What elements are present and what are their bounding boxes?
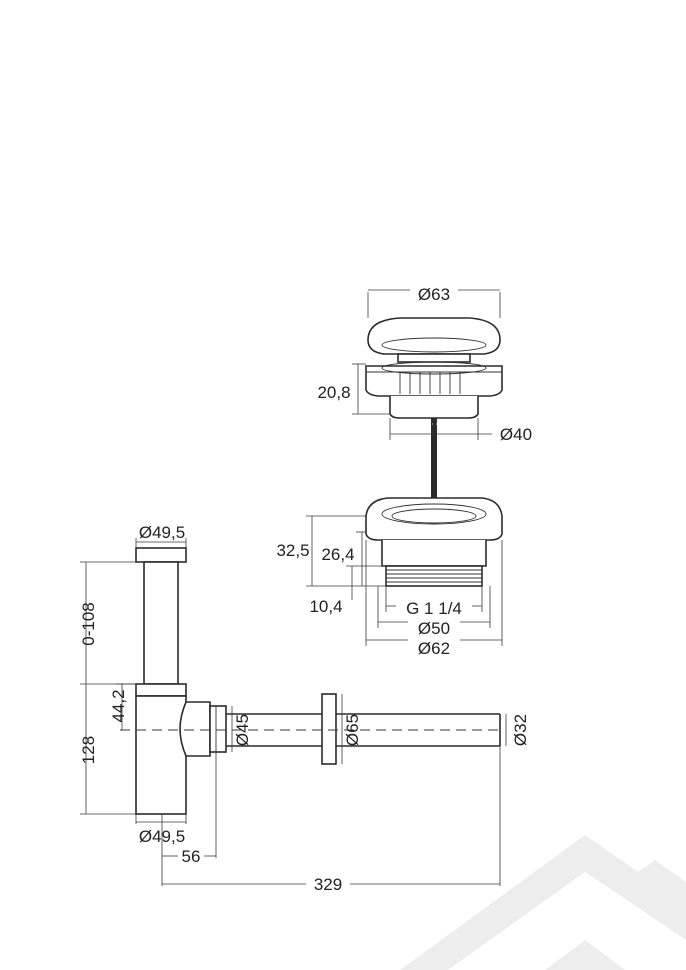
valve-slots [399, 372, 461, 394]
siphon-riser [143, 561, 179, 685]
label-waste-inner-diameter: Ø50 [418, 619, 450, 638]
waste-thread [385, 565, 483, 587]
dim-siphon-adjust: 0-108 [79, 561, 144, 685]
dim-valve-stem: Ø40 [389, 418, 532, 444]
siphon-collar [135, 683, 187, 697]
label-waste-height-total: 32,5 [276, 541, 309, 560]
dim-siphon-body: 128 [79, 684, 136, 815]
label-waste-height-body: 26,4 [321, 545, 354, 564]
dim-rosette: Ø65 [341, 694, 362, 764]
watermark-logo [400, 835, 686, 970]
label-siphon-offset: 44,2 [109, 689, 128, 722]
label-thread-length: 10,4 [309, 597, 342, 616]
label-siphon-adjust-range: 0-108 [79, 602, 98, 645]
siphon-outlet [179, 701, 211, 757]
waste-flange [365, 497, 503, 541]
dim-valve-height: 20,8 [317, 363, 390, 415]
wall-rosette [321, 693, 337, 765]
label-thread-size: G 1 1/4 [406, 599, 462, 618]
dim-pipe: Ø32 [505, 714, 530, 746]
dim-siphon-bottom: Ø49,5 [135, 814, 187, 846]
siphon-bottle [135, 695, 187, 815]
popup-valve [365, 317, 503, 524]
dim-outlet: Ø45 [231, 706, 252, 752]
label-outlet-diameter: Ø45 [233, 714, 252, 746]
dim-valve-top: Ø63 [367, 285, 501, 318]
label-pipe-diameter: Ø32 [511, 714, 530, 746]
label-outlet-offset: 56 [182, 847, 201, 866]
dim-waste-diameters: G 1 1/4 Ø50 Ø62 [365, 540, 503, 658]
dim-outlet-offset: 56 [161, 752, 217, 886]
dim-siphon-offset: 44,2 [109, 683, 136, 730]
valve-body [389, 396, 479, 419]
dim-waste-heights: 32,5 26,4 10,4 [276, 515, 386, 616]
waste-body [365, 497, 503, 587]
label-rosette-diameter: Ø65 [343, 714, 362, 746]
dim-total-length: 329 [162, 746, 501, 894]
siphon-outlet-nut [209, 705, 227, 753]
label-valve-top-diameter: Ø63 [418, 285, 450, 304]
label-valve-stem-diameter: Ø40 [500, 425, 532, 444]
bottle-siphon [120, 547, 501, 815]
dim-siphon-top: Ø49,5 [135, 523, 187, 548]
label-siphon-body-height: 128 [79, 736, 98, 764]
label-valve-height: 20,8 [317, 383, 350, 402]
siphon-top-nut [135, 547, 187, 563]
label-waste-outer-diameter: Ø62 [418, 639, 450, 658]
label-total-length: 329 [314, 875, 342, 894]
label-siphon-top-diameter: Ø49,5 [139, 523, 185, 542]
valve-cap [367, 317, 501, 355]
valve-threaded-stem [428, 418, 440, 524]
